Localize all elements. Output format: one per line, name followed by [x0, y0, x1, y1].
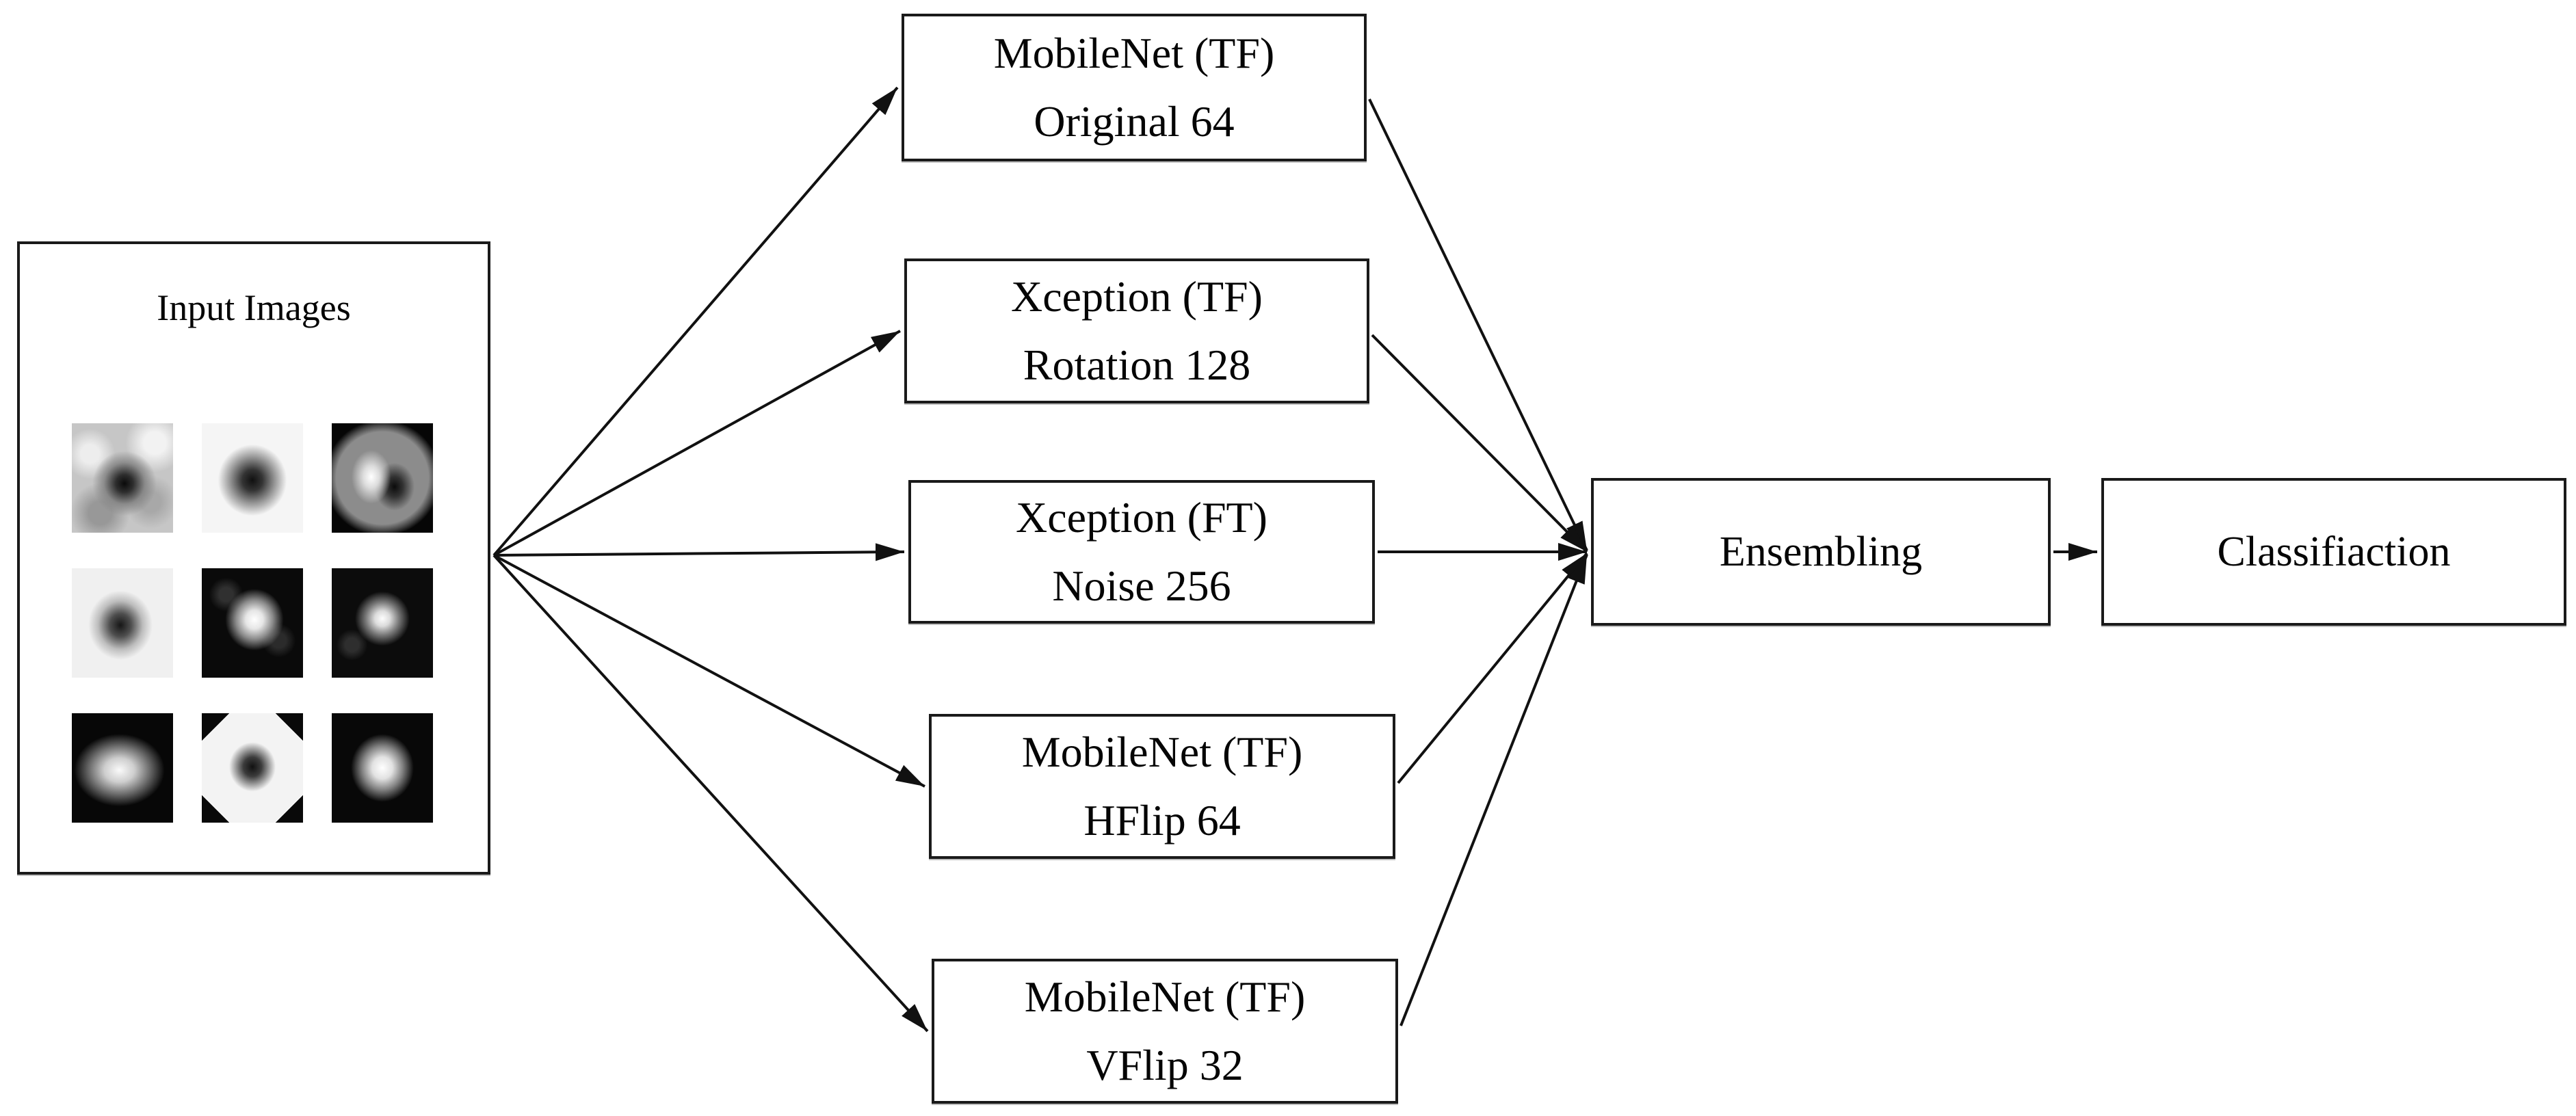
ensembling-box: Ensembling: [1591, 478, 2051, 626]
classification-label: Classifiaction: [2217, 529, 2451, 575]
model-box-mobilenet-tf-hflip-64: MobileNet (TF) HFlip 64: [929, 714, 1395, 859]
arrow-input-to-model-3: [493, 543, 905, 561]
model-box-mobilenet-tf-vflip-32: MobileNet (TF) VFlip 32: [932, 959, 1398, 1104]
model-config-label: VFlip 32: [1086, 1041, 1244, 1089]
input-thumbnail-3: [332, 423, 433, 533]
model-config-label: Rotation 128: [1023, 341, 1251, 389]
model-name-label: MobileNet (TF): [993, 29, 1275, 77]
input-thumbnail-4: [72, 568, 173, 678]
input-thumbnail-1: [72, 423, 173, 533]
arrow-model-5-to-ensembling: [1399, 554, 1588, 1026]
input-thumbnail-7: [72, 713, 173, 823]
arrow-model-2-to-ensembling: [1371, 334, 1588, 553]
input-thumbnail-grid: [72, 423, 433, 823]
input-thumbnail-2: [202, 423, 303, 533]
input-images-title: Input Images: [157, 287, 351, 328]
model-name-label: Xception (FT): [1016, 493, 1267, 542]
model-config-label: Noise 256: [1052, 561, 1231, 610]
model-config-label: Original 64: [1034, 97, 1235, 146]
model-box-xception-tf-rotation-128: Xception (TF) Rotation 128: [904, 258, 1369, 403]
arrow-input-to-model-2: [493, 330, 901, 557]
arrow-model-1-to-ensembling: [1368, 98, 1588, 551]
model-name-label: MobileNet (TF): [1021, 728, 1303, 776]
input-images-box: Input Images: [17, 241, 490, 875]
arrow-model-4-to-ensembling: [1397, 552, 1588, 784]
input-thumbnail-8: [202, 713, 303, 823]
input-thumbnail-6: [332, 568, 433, 678]
classification-box: Classifiaction: [2101, 478, 2566, 626]
arrow-input-to-model-1: [492, 86, 899, 557]
input-thumbnail-9: [332, 713, 433, 823]
model-box-xception-ft-noise-256: Xception (FT) Noise 256: [908, 480, 1375, 624]
arrow-input-to-model-4: [493, 554, 925, 788]
model-name-label: MobileNet (TF): [1024, 972, 1306, 1021]
ensembling-label: Ensembling: [1719, 529, 1923, 575]
input-thumbnail-5: [202, 568, 303, 678]
model-name-label: Xception (TF): [1011, 272, 1263, 321]
model-config-label: HFlip 64: [1083, 796, 1241, 845]
model-box-mobilenet-tf-original-64: MobileNet (TF) Original 64: [902, 14, 1367, 161]
arrow-input-to-model-5: [492, 554, 929, 1033]
